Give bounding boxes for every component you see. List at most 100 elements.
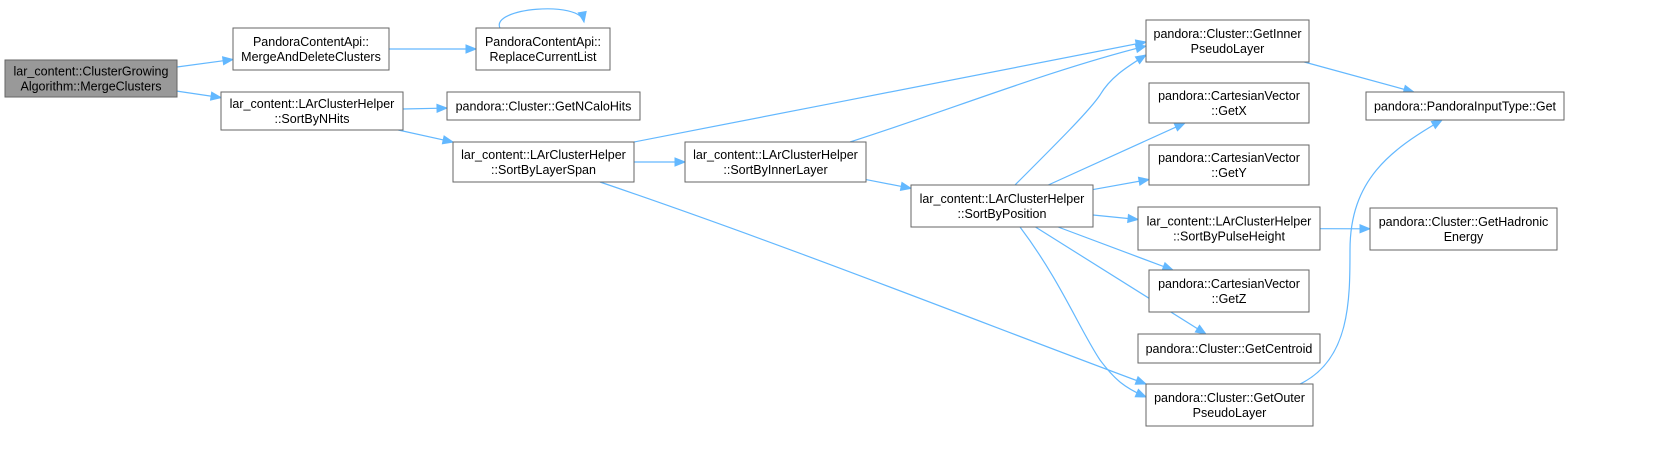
node-pandora-input-type-get[interactable]: pandora::PandoraInputType::Get: [1365, 91, 1565, 121]
arrowhead: [1137, 176, 1151, 186]
node-sort-by-layer-span[interactable]: lar_content::LArClusterHelper::SortByLay…: [452, 141, 635, 183]
edge-sort_by_nhits-to-sort_by_layer_span: [398, 129, 455, 145]
node-label-line: ::SortByInnerLayer: [723, 163, 827, 177]
node-label-line: pandora::PandoraInputType::Get: [1374, 100, 1557, 114]
node-label-line: pandora::CartesianVector: [1158, 89, 1300, 103]
node-sort-by-position[interactable]: lar_content::LArClusterHelper::SortByPos…: [910, 184, 1094, 228]
node-box: [1137, 333, 1321, 364]
edge-sort_by_layer_span-to-get_outer_pseudo_layer: [599, 181, 1148, 385]
node-label-line: lar_content::LArClusterHelper: [693, 148, 858, 162]
node-box: [220, 91, 404, 131]
node-label-line: ::SortByPosition: [958, 207, 1047, 221]
node-replace-current-list[interactable]: PandoraContentApi::ReplaceCurrentList: [475, 27, 611, 71]
arrowhead: [221, 56, 235, 66]
node-label-line: pandora::Cluster::GetHadronic: [1379, 215, 1549, 229]
arrowhead: [899, 181, 913, 191]
edge-sort_by_layer_span-to-get_inner_pseudo_layer: [633, 39, 1148, 143]
node-label-line: lar_content::LArClusterHelper: [230, 97, 395, 111]
node-label-line: Energy: [1444, 230, 1484, 244]
node-label-line: PandoraContentApi::: [485, 35, 601, 49]
node-box: [1145, 19, 1310, 63]
edge-sort_by_nhits-to-get_ncalohits: [402, 103, 449, 114]
node-get-centroid[interactable]: pandora::Cluster::GetCentroid: [1137, 333, 1321, 364]
node-label-line: pandora::CartesianVector: [1158, 277, 1300, 291]
node-sort-by-nhits[interactable]: lar_content::LArClusterHelper::SortByNHi…: [220, 91, 404, 131]
arrowhead: [1194, 324, 1208, 335]
node-sort-by-pulse-height[interactable]: lar_content::LArClusterHelper::SortByPul…: [1137, 206, 1321, 251]
edge-sort_by_position-to-sort_by_pulse_height: [1092, 213, 1140, 224]
node-label-line: Algorithm::MergeClusters: [20, 80, 161, 94]
edge-merge_clusters-to-merge_and_delete: [176, 56, 235, 68]
edge-sort_by_position-to-get_y: [1092, 176, 1151, 191]
node-label-line: pandora::CartesianVector: [1158, 151, 1300, 165]
node-label-line: PandoraContentApi::: [253, 35, 369, 49]
edge-merge_clusters-to-sort_by_nhits: [176, 90, 223, 101]
node-merge-clusters[interactable]: lar_content::ClusterGrowingAlgorithm::Me…: [4, 59, 178, 98]
edge-sort_by_position-to-get_outer_pseudo_layer: [1019, 226, 1148, 398]
edge-line: [1014, 54, 1147, 186]
arrowhead: [1134, 54, 1148, 65]
arrowhead: [1134, 375, 1148, 385]
edge-line: [1304, 61, 1415, 93]
node-box: [1148, 144, 1310, 186]
node-label-line: pandora::Cluster::GetOuter: [1154, 391, 1305, 405]
node-box: [1365, 91, 1565, 121]
node-label-line: MergeAndDeleteClusters: [241, 50, 381, 64]
node-label-line: PseudoLayer: [1191, 42, 1265, 56]
node-box: [446, 91, 641, 121]
arrowhead: [1359, 224, 1372, 234]
edge-get_outer_pseudo_layer-to-pandora_input_type_get: [1299, 119, 1444, 385]
arrowhead: [1173, 122, 1187, 132]
node-sort-by-inner-layer[interactable]: lar_content::LArClusterHelper::SortByInn…: [684, 141, 867, 183]
node-box: [1148, 269, 1310, 313]
edge-line: [1057, 226, 1174, 271]
edge-line: [599, 181, 1147, 385]
arrowhead: [1127, 213, 1140, 224]
node-box: [910, 184, 1094, 228]
edge-line: [1048, 122, 1186, 186]
node-label-line: ::GetX: [1211, 104, 1247, 118]
node-box: [1369, 207, 1558, 251]
node-label-line: ::GetZ: [1212, 292, 1247, 306]
edge-sort_by_layer_span-to-sort_by_inner_layer: [634, 157, 687, 167]
node-label-line: PseudoLayer: [1193, 406, 1267, 420]
node-box: [475, 27, 611, 71]
call-edges: [176, 8, 1444, 398]
node-label-line: ::SortByNHits: [274, 112, 349, 126]
edge-line: [633, 41, 1147, 143]
edge-sort_by_position-to-get_inner_pseudo_layer: [1014, 54, 1148, 186]
edge-line: [1035, 226, 1207, 335]
arrowhead: [577, 10, 587, 24]
edge-replace_current_list-to-replace_current_list: [498, 8, 587, 29]
node-box: [1148, 82, 1310, 124]
node-label-line: ::GetY: [1211, 166, 1247, 180]
arrowhead: [1134, 43, 1148, 54]
node-merge-and-delete[interactable]: PandoraContentApi::MergeAndDeleteCluster…: [232, 27, 390, 71]
node-label-line: lar_content::ClusterGrowing: [14, 65, 169, 79]
node-get-z[interactable]: pandora::CartesianVector::GetZ: [1148, 269, 1310, 313]
node-label-line: pandora::Cluster::GetCentroid: [1146, 342, 1313, 356]
node-box: [1137, 206, 1321, 251]
node-label-line: ::SortByLayerSpan: [491, 163, 596, 177]
node-get-x[interactable]: pandora::CartesianVector::GetX: [1148, 82, 1310, 124]
node-label-line: ::SortByPulseHeight: [1173, 230, 1285, 244]
node-get-ncalohits[interactable]: pandora::Cluster::GetNCaloHits: [446, 91, 641, 121]
edge-line: [1299, 119, 1443, 385]
arrowhead: [1161, 261, 1175, 271]
node-get-y[interactable]: pandora::CartesianVector::GetY: [1148, 144, 1310, 186]
edge-line: [498, 8, 585, 29]
node-box: [684, 141, 867, 183]
edge-get_inner_pseudo_layer-to-pandora_input_type_get: [1304, 61, 1416, 94]
edge-sort_by_inner_layer-to-sort_by_position: [865, 178, 913, 191]
node-label-line: lar_content::LArClusterHelper: [920, 192, 1085, 206]
edge-line: [1019, 226, 1147, 398]
node-box: [452, 141, 635, 183]
node-label-line: pandora::Cluster::GetNCaloHits: [456, 100, 632, 114]
arrowhead: [465, 44, 478, 54]
arrowhead: [441, 135, 455, 145]
arrowhead: [674, 157, 687, 167]
